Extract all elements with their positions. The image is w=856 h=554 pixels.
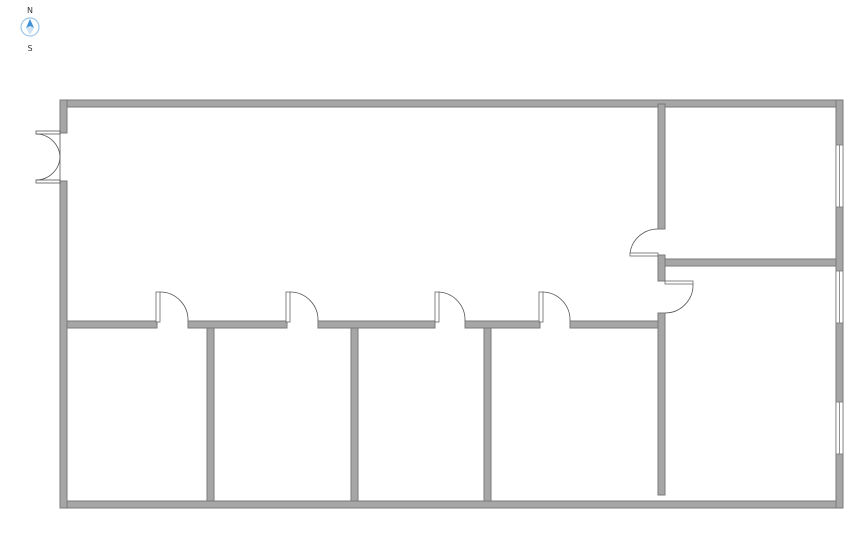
walls bbox=[59, 99, 844, 509]
exterior-wall-west-lower bbox=[59, 180, 68, 509]
north-compass: N S bbox=[14, 6, 46, 56]
office-divider-3 bbox=[483, 327, 492, 502]
office-divider-2 bbox=[350, 327, 359, 502]
compass-arrow-icon bbox=[20, 17, 40, 37]
partition-wall-east-lower bbox=[657, 312, 666, 496]
windows bbox=[835, 144, 844, 455]
partition-wall-offices-5 bbox=[569, 320, 659, 329]
door-office-4 bbox=[542, 291, 571, 322]
partition-wall-east-upper bbox=[657, 103, 666, 230]
door-office-3 bbox=[438, 291, 466, 322]
partition-wall-offices-2 bbox=[187, 320, 288, 329]
compass-south-label: S bbox=[27, 44, 33, 53]
exterior-wall-north bbox=[59, 99, 844, 108]
partition-wall-offices-1 bbox=[66, 320, 158, 329]
compass-north-label: N bbox=[27, 6, 33, 15]
partition-wall-offices-3 bbox=[317, 320, 436, 329]
exterior-double-door bbox=[35, 130, 61, 184]
partition-wall-offices-4 bbox=[464, 320, 541, 329]
partition-wall-east-rooms bbox=[664, 258, 837, 267]
door-office-1 bbox=[159, 291, 189, 322]
door-east-room-south bbox=[664, 283, 694, 314]
exterior-wall-south bbox=[59, 500, 844, 509]
office-divider-1 bbox=[206, 327, 215, 502]
door-east-room-north bbox=[629, 228, 659, 254]
door-jambs bbox=[155, 252, 694, 323]
door-office-2 bbox=[289, 291, 319, 322]
partition-wall-east-mid bbox=[657, 254, 666, 282]
exterior-wall-west-upper bbox=[59, 99, 68, 134]
interior-doors bbox=[159, 228, 694, 322]
